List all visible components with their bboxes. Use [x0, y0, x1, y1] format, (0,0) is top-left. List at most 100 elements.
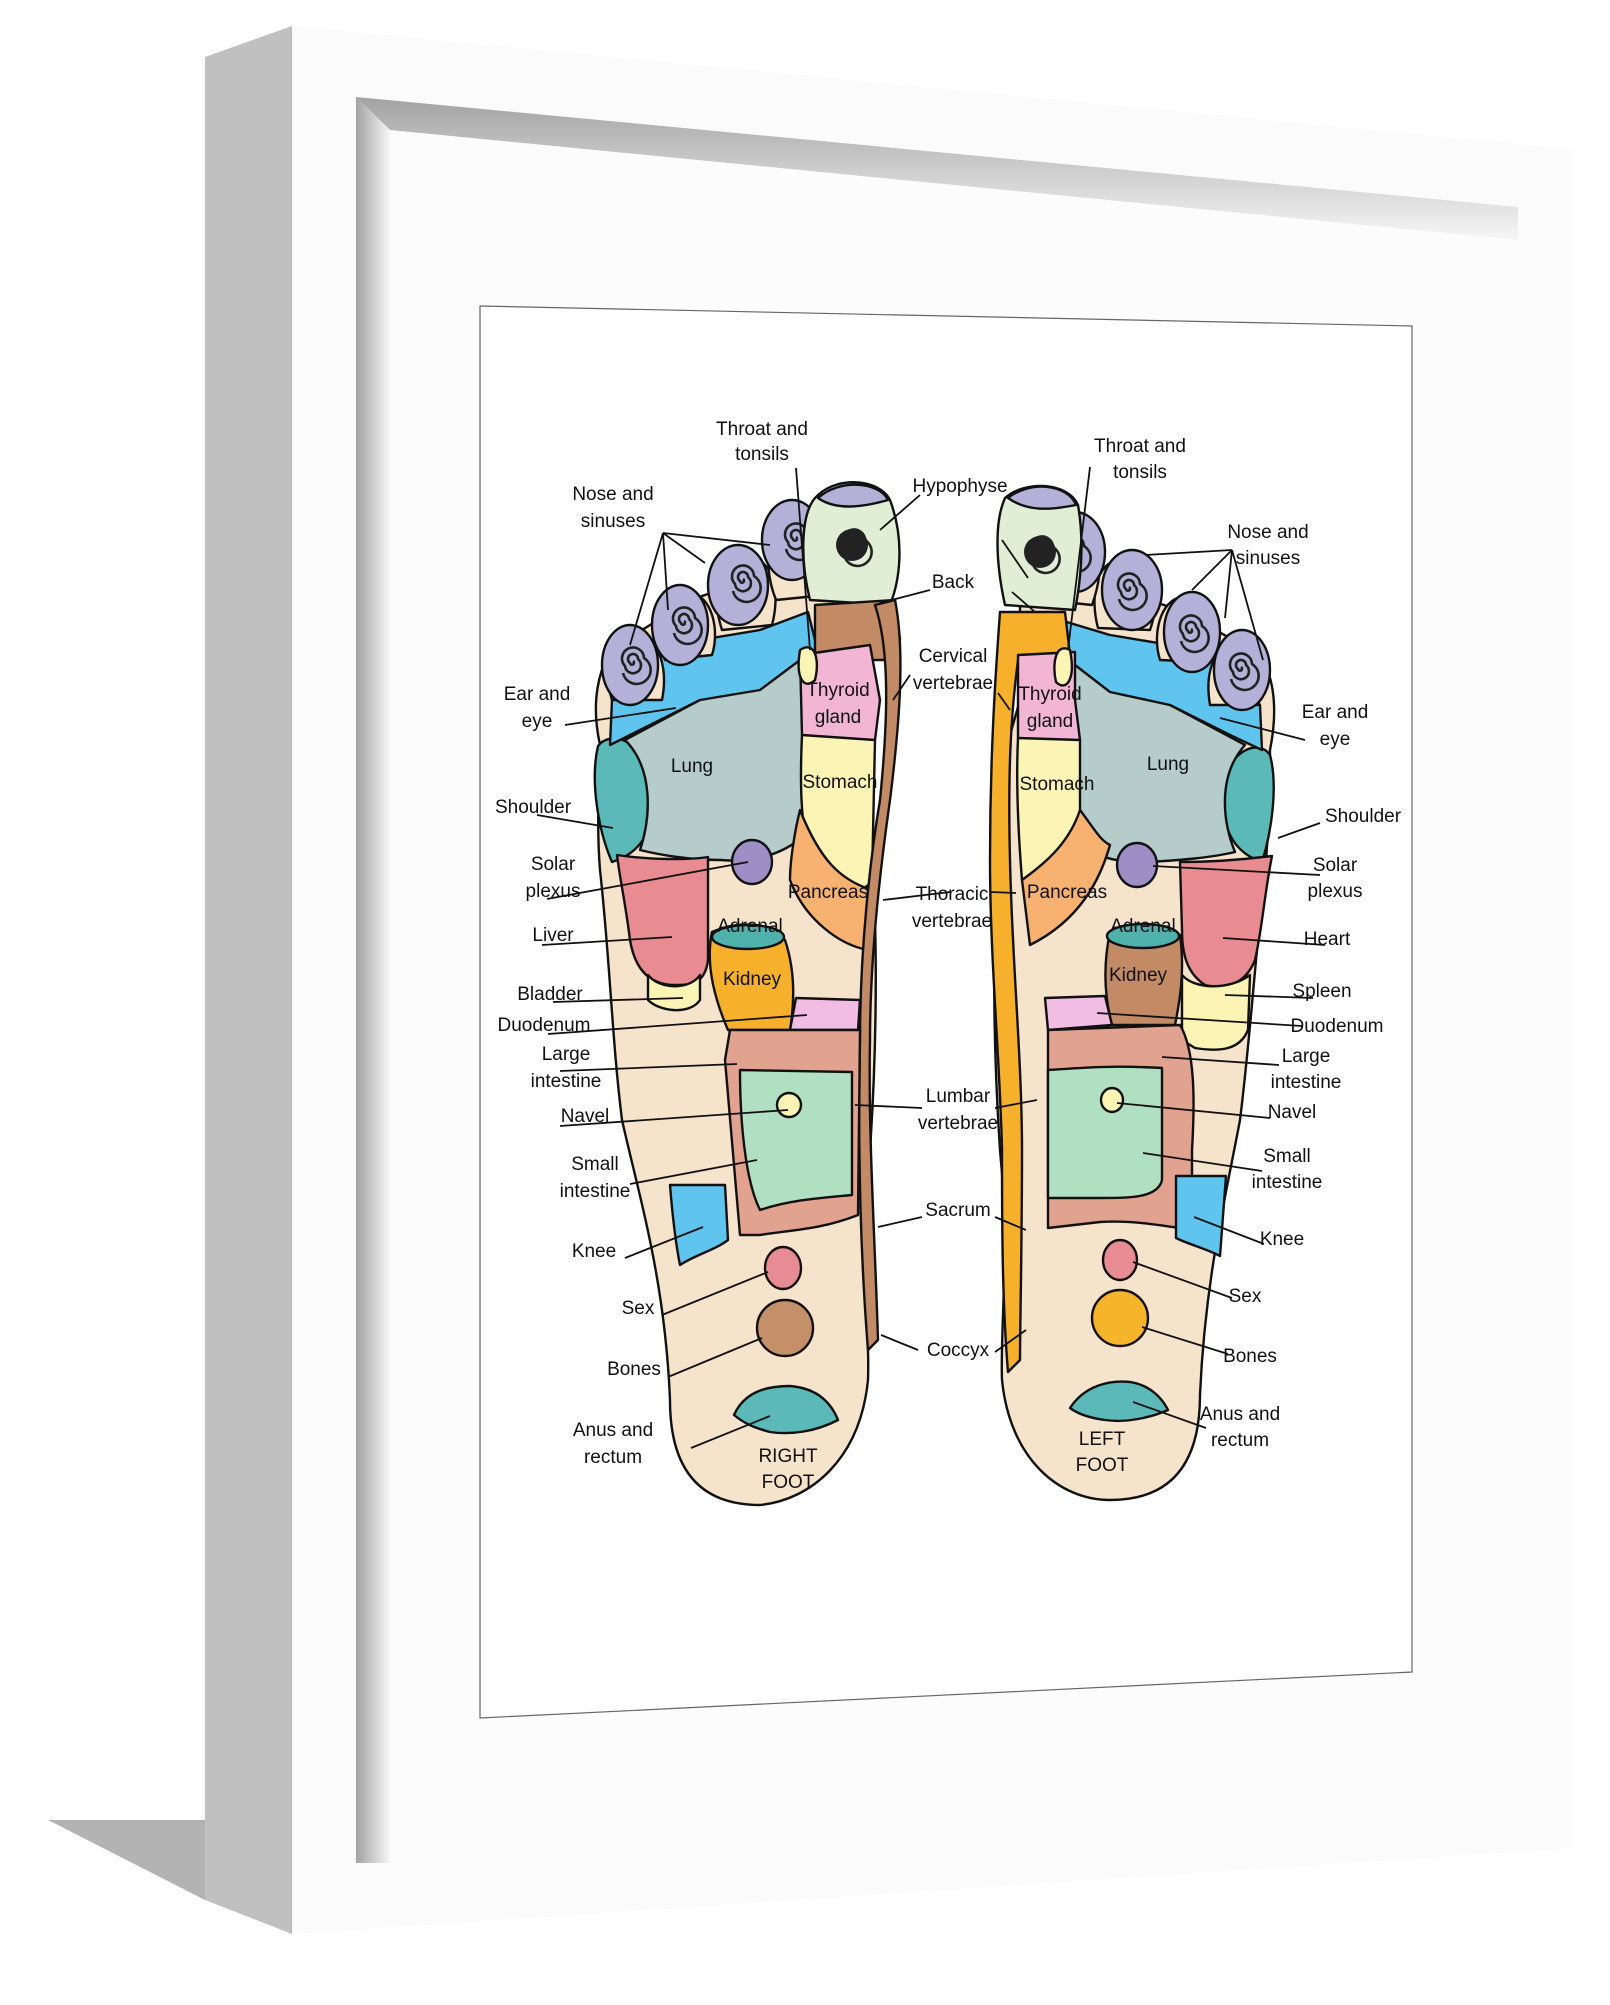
- label-back: Back: [932, 572, 975, 593]
- label-anus-r2: rectum: [584, 1447, 642, 1468]
- label-lumbar-1: Lumbar: [926, 1086, 991, 1107]
- label-solar-r1: Solar: [531, 854, 576, 875]
- right-duodenum-zone: [788, 996, 862, 1032]
- label-small-r1: Small: [571, 1154, 619, 1175]
- svg-text:plexus: plexus: [526, 881, 581, 902]
- right-bladder-zone: [646, 973, 702, 1012]
- label-large-r1: Large: [542, 1044, 591, 1065]
- left-spine: [988, 610, 1072, 1374]
- svg-text:rectum: rectum: [1211, 1430, 1269, 1451]
- right-liver-zone: [615, 853, 710, 987]
- caption-right-1: RIGHT: [758, 1446, 818, 1467]
- svg-text:Sex: Sex: [622, 1298, 655, 1319]
- label-ear-l1: Ear and: [1302, 702, 1369, 723]
- label-ear-r2: eye: [522, 711, 553, 732]
- left-heart-zone: [1178, 854, 1274, 988]
- svg-text:plexus: plexus: [1308, 881, 1363, 902]
- label-coccyx: Coccyx: [927, 1340, 990, 1361]
- svg-text:Stomach: Stomach: [1020, 774, 1095, 795]
- label-anus-r1: Anus and: [573, 1420, 653, 1441]
- label-thyroid-l1: Thyroid: [1018, 684, 1081, 705]
- svg-text:Large: Large: [542, 1044, 591, 1065]
- left-sex-zone: [1101, 1238, 1139, 1282]
- label-large-l1: Large: [1282, 1046, 1331, 1067]
- label-navel-r: Navel: [561, 1106, 610, 1127]
- label-bladder: Bladder: [517, 984, 583, 1005]
- svg-text:Nose and: Nose and: [572, 484, 653, 505]
- svg-text:Small: Small: [1263, 1146, 1311, 1167]
- svg-text:Anus and: Anus and: [1200, 1404, 1280, 1425]
- label-lumbar-2: vertebrae: [918, 1113, 998, 1134]
- label-small-l2: intestine: [1252, 1172, 1323, 1193]
- label-nose-r1: Nose and: [572, 484, 653, 505]
- svg-text:Knee: Knee: [572, 1241, 616, 1262]
- label-kidney-l: Kidney: [1109, 965, 1168, 986]
- left-knee-zone: [1174, 1174, 1228, 1258]
- svg-text:FOOT: FOOT: [762, 1472, 815, 1493]
- label-sex-r: Sex: [622, 1298, 655, 1319]
- svg-text:Shoulder: Shoulder: [1325, 806, 1402, 827]
- svg-text:intestine: intestine: [560, 1181, 631, 1202]
- svg-text:Cervical: Cervical: [919, 646, 988, 667]
- frame-side-panel: [205, 26, 292, 2000]
- label-bones-l: Bones: [1223, 1346, 1277, 1367]
- labels: Throat and tonsils Nose and sinuses Ear …: [495, 419, 1402, 1493]
- left-spleen-zone: [1180, 973, 1252, 1051]
- svg-text:sinuses: sinuses: [1236, 548, 1300, 569]
- label-thyroid-l2: gland: [1027, 711, 1074, 732]
- svg-text:Throat and: Throat and: [1094, 436, 1186, 457]
- svg-text:Sex: Sex: [1229, 1286, 1262, 1307]
- svg-text:Duodenum: Duodenum: [498, 1015, 591, 1036]
- label-small-r2: intestine: [560, 1181, 631, 1202]
- label-anus-l2: rectum: [1211, 1430, 1269, 1451]
- svg-text:Adrenal: Adrenal: [1110, 916, 1176, 937]
- label-thyroid-r1: Thyroid: [806, 680, 869, 701]
- label-hypophyse: Hypophyse: [912, 476, 1007, 497]
- label-thoracic-1: Thoracic: [916, 884, 989, 905]
- svg-text:Bladder: Bladder: [517, 984, 583, 1005]
- svg-text:Back: Back: [932, 572, 975, 593]
- label-ear-l2: eye: [1320, 729, 1351, 750]
- svg-text:Navel: Navel: [561, 1106, 610, 1127]
- label-duodenum-r: Duodenum: [498, 1015, 591, 1036]
- svg-text:Nose and: Nose and: [1227, 522, 1308, 543]
- left-solar-plexus-zone: [1115, 841, 1159, 889]
- svg-text:Bones: Bones: [607, 1359, 661, 1380]
- caption-left-1: LEFT: [1079, 1429, 1126, 1450]
- label-nose-r2: sinuses: [581, 511, 645, 532]
- label-knee-r: Knee: [572, 1241, 616, 1262]
- svg-text:Bones: Bones: [1223, 1346, 1277, 1367]
- svg-text:sinuses: sinuses: [581, 511, 645, 532]
- caption-left-2: FOOT: [1076, 1455, 1129, 1476]
- label-solar-l1: Solar: [1313, 855, 1358, 876]
- svg-text:rectum: rectum: [584, 1447, 642, 1468]
- svg-text:Lung: Lung: [671, 756, 713, 777]
- label-sacrum: Sacrum: [925, 1200, 990, 1221]
- svg-text:vertebrae: vertebrae: [918, 1113, 998, 1134]
- svg-text:Ear and: Ear and: [504, 684, 571, 705]
- svg-text:intestine: intestine: [531, 1071, 602, 1092]
- label-throat-l1: Throat and: [1094, 436, 1186, 457]
- right-bones-zone: [755, 1298, 815, 1358]
- label-spleen: Spleen: [1292, 981, 1351, 1002]
- svg-text:Shoulder: Shoulder: [495, 797, 572, 818]
- svg-text:gland: gland: [815, 707, 862, 728]
- label-cervical-1: Cervical: [919, 646, 988, 667]
- svg-text:Lumbar: Lumbar: [926, 1086, 991, 1107]
- svg-text:Spleen: Spleen: [1292, 981, 1351, 1002]
- svg-text:Thyroid: Thyroid: [1018, 684, 1081, 705]
- svg-text:Thyroid: Thyroid: [806, 680, 869, 701]
- svg-text:Sacrum: Sacrum: [925, 1200, 990, 1221]
- label-cervical-2: vertebrae: [913, 673, 993, 694]
- right-anus-zone: [732, 1384, 840, 1435]
- label-duodenum-l: Duodenum: [1291, 1016, 1384, 1037]
- svg-text:RIGHT: RIGHT: [758, 1446, 818, 1467]
- label-bones-r: Bones: [607, 1359, 661, 1380]
- right-small-intestine-zone: [738, 1068, 854, 1212]
- svg-text:Large: Large: [1282, 1046, 1331, 1067]
- left-anus-zone: [1068, 1380, 1170, 1423]
- label-stomach-l: Stomach: [1020, 774, 1095, 795]
- svg-text:intestine: intestine: [1252, 1172, 1323, 1193]
- label-solar-r2: plexus: [526, 881, 581, 902]
